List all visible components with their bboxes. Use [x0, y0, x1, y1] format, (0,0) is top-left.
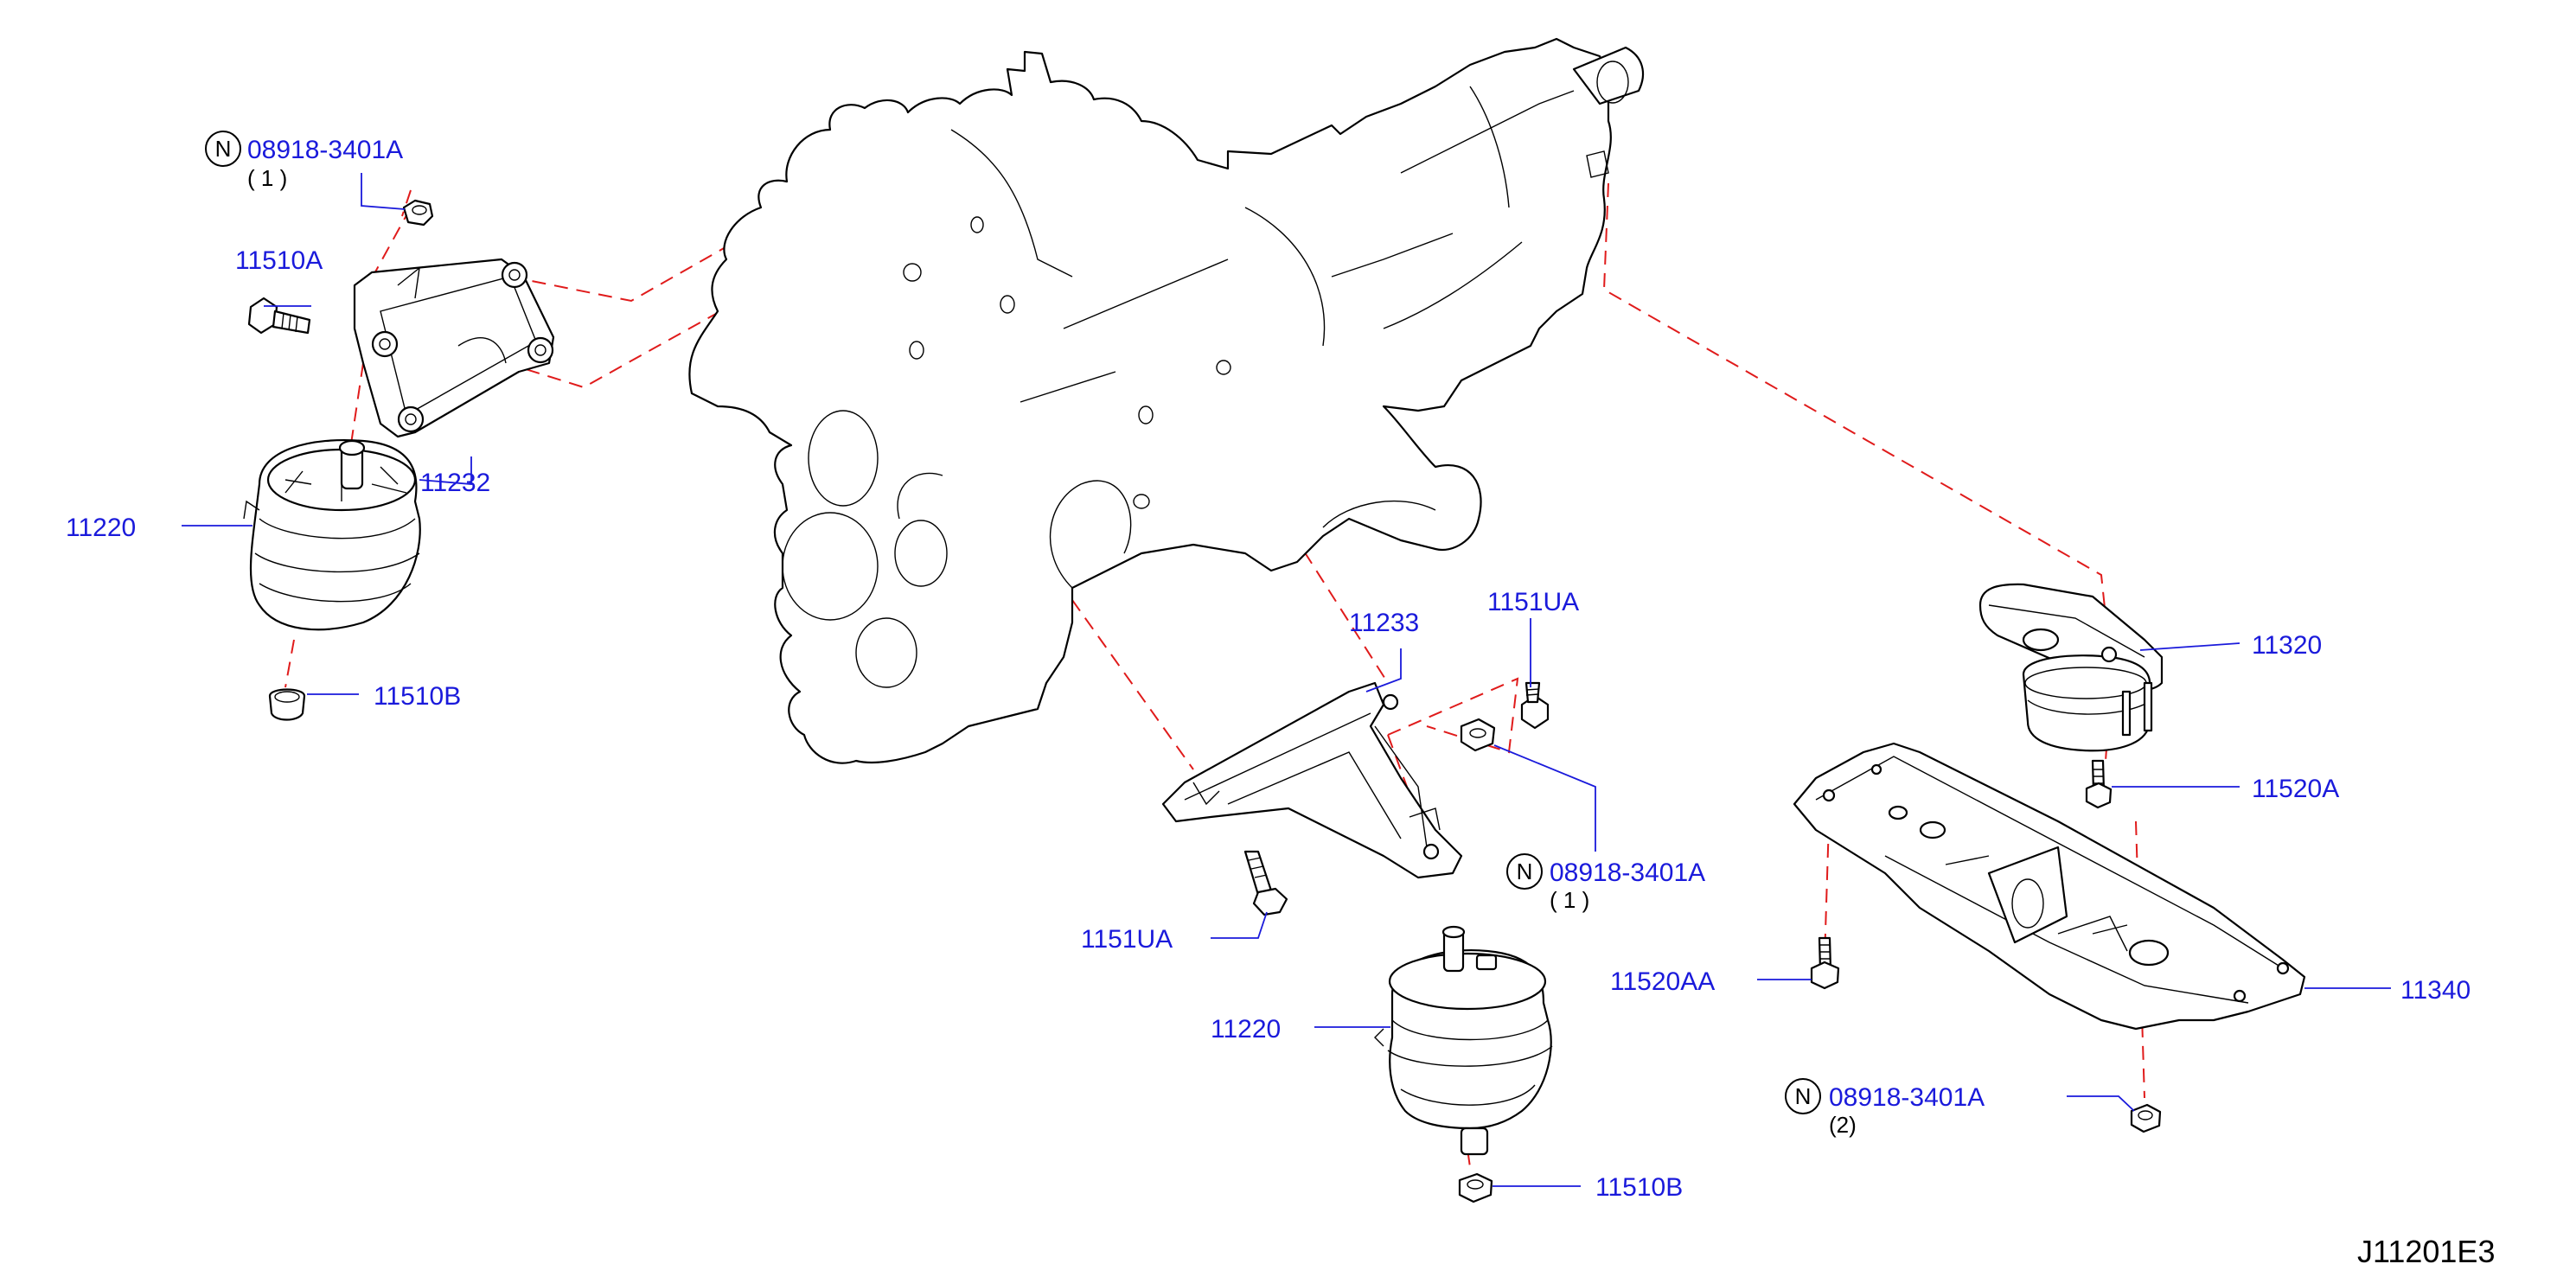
bolt-center-right [1520, 681, 1550, 730]
part-label-11233[interactable]: 11233 [1349, 609, 1419, 637]
part-label-08918-3401A[interactable]: 08918-3401A [1829, 1083, 1985, 1112]
bolt-rear-mount [2085, 759, 2113, 809]
engine-transmission-outline [688, 37, 1645, 764]
part-label-11220-center[interactable]: 11220 [1211, 1015, 1281, 1044]
part-label-1151UA-right[interactable]: 1151UA [1487, 588, 1579, 616]
rear-engine-mount [1978, 583, 2164, 752]
part-label-11220-left[interactable]: 11220 [66, 514, 136, 542]
part-label-08918-3401A[interactable]: 08918-3401A [1550, 859, 1705, 887]
callout-nut-top-left: N 08918-3401A ( 1 ) [205, 131, 403, 191]
nut-left-bottom [268, 688, 306, 721]
bolt-top-left [247, 297, 311, 335]
bolt-center-left [1243, 850, 1288, 916]
engine-mount-bracket-center [1161, 681, 1463, 879]
bolt-member [1810, 936, 1840, 990]
leader-lines [182, 173, 2391, 1187]
nut-center-bottom [1458, 1172, 1493, 1203]
qty-label: ( 1 ) [247, 165, 287, 191]
part-label-11520A[interactable]: 11520A [2252, 775, 2339, 803]
callout-nut-member: N 08918-3401A (2) [1785, 1078, 1985, 1138]
part-label-08918-3401A[interactable]: 08918-3401A [247, 136, 403, 164]
nut-center [1460, 718, 1496, 752]
nut-symbol-icon [1785, 1078, 1821, 1114]
part-label-1151UA-left[interactable]: 1151UA [1081, 925, 1173, 954]
part-label-11510B-center[interactable]: 11510B [1595, 1173, 1683, 1202]
part-label-11520AA[interactable]: 11520AA [1610, 967, 1715, 996]
qty-label: (2) [1829, 1112, 1857, 1138]
part-label-11510A[interactable]: 11510A [235, 246, 323, 275]
part-label-11340[interactable]: 11340 [2400, 976, 2471, 1005]
nut-top-left [402, 199, 434, 227]
rear-engine-mount-member [1793, 742, 2306, 1031]
nut-symbol-letter: N [1795, 1083, 1812, 1109]
nut-symbol-letter: N [215, 136, 232, 162]
part-label-11510B-left[interactable]: 11510B [374, 682, 461, 711]
nut-symbol-letter: N [1517, 859, 1533, 884]
engine-mount-bracket-left [353, 258, 555, 438]
diagram-code: J11201E3 [2357, 1234, 2495, 1269]
qty-label: ( 1 ) [1550, 887, 1589, 913]
part-label-11232[interactable]: 11232 [420, 469, 490, 497]
nut-symbol-icon [1506, 853, 1543, 890]
nut-member [2130, 1103, 2162, 1133]
engine-mount-insulator-center [1374, 925, 1553, 1156]
callout-nut-center: N 08918-3401A ( 1 ) [1506, 853, 1705, 913]
engine-mount-insulator-left [243, 439, 421, 631]
part-label-11320[interactable]: 11320 [2252, 631, 2322, 660]
nut-symbol-icon [205, 131, 241, 167]
